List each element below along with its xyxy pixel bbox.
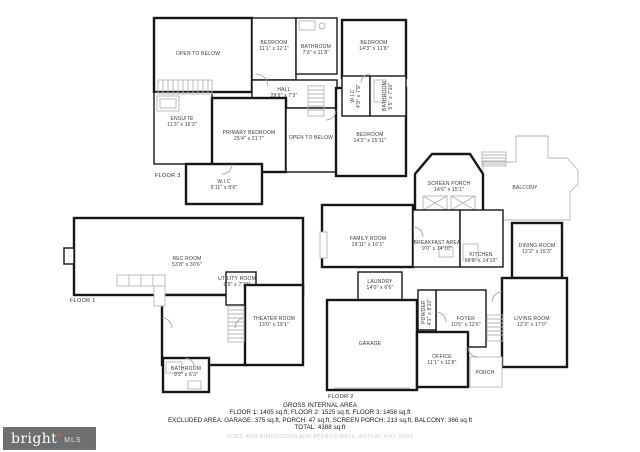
room-name: KITCHEN xyxy=(469,251,493,258)
f2-room-label-kitchen: KITCHEN 10'9" x 14'10" xyxy=(464,252,497,265)
room-name: UTILITY ROOM xyxy=(218,275,256,282)
room-dims: 14'0" x 6'6" xyxy=(366,285,394,291)
floor1-tag: FLOOR 1 xyxy=(70,298,96,304)
room-dims: 9'11" x 8'6" xyxy=(210,185,238,191)
f3-room-label-open-to-below: OPEN TO BELOW xyxy=(176,51,220,57)
f3-room-label-hall: HALL 29'9" x 7'3" xyxy=(270,87,297,100)
room-name: BREAKFAST AREA xyxy=(413,239,461,246)
room-dims: 11'1" x 12'1" xyxy=(259,46,289,52)
f2-room-label-living-room: LIVING ROOM 12'3" x 17'0" xyxy=(514,316,550,329)
room-dims: 4'9" x 7'9" xyxy=(356,83,362,109)
room-dims: 25'4" x 21'7" xyxy=(233,136,265,142)
room-name: PORCH xyxy=(475,369,495,376)
room-name: GARAGE xyxy=(358,340,382,347)
room-name: OFFICE xyxy=(432,353,452,360)
room-dims: 11'1" x 11'8" xyxy=(427,360,457,366)
f3-room-label-ensuite: ENSUITE 11'3" x 16'3" xyxy=(167,116,197,129)
room-dims: 10'5" x 12'6" xyxy=(450,322,482,328)
floor3-walls xyxy=(152,16,408,206)
f3-room-label-wic-bottom: W.I.C 9'11" x 8'6" xyxy=(211,179,238,192)
room-name: BEDROOM xyxy=(356,131,384,138)
room-dims: 19'11" x 16'1" xyxy=(351,242,385,248)
room-name: FOYER xyxy=(456,315,476,322)
room-name: OPEN TO BELOW xyxy=(175,50,221,57)
room-name: LIVING ROOM xyxy=(514,315,550,322)
room-dims: 14'3" x 11'8" xyxy=(359,46,389,52)
room-name: FAMILY ROOM xyxy=(349,235,387,242)
f2-room-label-office: OFFICE 11'1" x 11'8" xyxy=(427,354,456,367)
room-name: DINING ROOM xyxy=(518,242,556,249)
room-name: BATHROOM xyxy=(170,365,202,372)
room-dims: 14'6" x 15'1" xyxy=(433,187,465,193)
f3-room-label-open-to-below-2: OPEN TO BELOW xyxy=(289,135,333,141)
floor1-plan: REC ROOM 53'8" x 30'6" UTILITY ROOM 9'9"… xyxy=(62,198,312,398)
f3-room-label-bathroom-b: BATHROOM 5'5" x 7'10" xyxy=(382,81,395,111)
room-name: ENSUITE xyxy=(170,115,194,122)
logo-dot-icon xyxy=(58,433,62,436)
f2-room-label-garage: GARAGE xyxy=(359,341,382,347)
room-dims: 12'2" x 15'3" xyxy=(521,249,553,255)
f2-room-label-powder: POWDER 4'1" x 8'10" xyxy=(421,298,434,325)
floor1-walls xyxy=(63,216,305,394)
room-name: W.I.C xyxy=(217,178,231,185)
room-name: OPEN TO BELOW xyxy=(288,134,334,141)
floor2-tag: FLOOR 2 xyxy=(328,394,354,400)
logo-brand-text: bright xyxy=(11,430,58,447)
room-name: BALCONY xyxy=(512,184,538,191)
f2-room-label-screen-porch: SCREEN PORCH 14'6" x 15'1" xyxy=(428,181,471,194)
f3-room-label-bathroom-a: BATHROOM 7'3" x 11'8" xyxy=(301,44,331,57)
floor3-plan: OPEN TO BELOW BEDROOM 11'1" x 12'1" BATH… xyxy=(148,10,410,210)
room-dims: 53'8" x 30'6" xyxy=(171,262,203,268)
f3-room-label-bedroom-c: BEDROOM 14'2" x 15'11" xyxy=(354,132,387,145)
room-dims: 13'0" x 19'1" xyxy=(258,322,290,328)
room-name: REC ROOM xyxy=(172,255,202,262)
room-dims: 9'0" x 14'10" xyxy=(421,246,453,252)
logo-mls-text: MLS xyxy=(64,437,82,444)
f1-room-label-rec-room: REC ROOM 53'8" x 30'6" xyxy=(172,256,202,269)
f1-room-label-theater-room: THEATER ROOM 13'0" x 19'1" xyxy=(253,316,295,329)
room-name: BATHROOM xyxy=(300,43,332,50)
f2-room-label-family-room: FAMILY ROOM 19'11" x 16'1" xyxy=(350,236,386,249)
room-name: HALL xyxy=(277,86,291,93)
excluded-areas-line: EXCLUDED AREA: GARAGE: 375 sq.ft, PORCH:… xyxy=(167,416,473,424)
f2-room-label-balcony: BALCONY xyxy=(512,185,537,191)
room-dims: 11'3" x 16'3" xyxy=(167,122,197,128)
f1-room-label-utility-room: UTILITY ROOM 9'9" x 7'10" xyxy=(218,276,256,289)
room-name: BEDROOM xyxy=(360,39,388,46)
f2-room-label-foyer: FOYER 10'5" x 12'6" xyxy=(451,316,481,329)
f2-room-label-breakfast-area: BREAKFAST AREA 9'0" x 14'10" xyxy=(414,240,461,253)
f2-room-label-porch: PORCH xyxy=(475,370,494,376)
room-name: THEATER ROOM xyxy=(252,315,296,322)
room-dims: 12'3" x 17'0" xyxy=(516,322,548,328)
bright-mls-logo: bright MLS xyxy=(3,427,96,450)
room-name: PRIMARY BEDROOM xyxy=(222,129,276,136)
room-name: LAUNDRY xyxy=(367,278,393,285)
floor2-walls xyxy=(319,135,579,392)
room-dims: 29'9" x 7'3" xyxy=(270,93,298,99)
f3-room-label-bedroom-b: BEDROOM 14'3" x 11'8" xyxy=(359,40,389,53)
room-dims: 9'2" x 6'3" xyxy=(173,372,199,378)
f1-room-label-bathroom: BATHROOM 9'2" x 6'3" xyxy=(171,366,201,379)
floor3-tag: FLOOR 3 xyxy=(155,173,181,179)
f2-room-label-laundry: LAUNDRY 14'0" x 6'6" xyxy=(366,279,393,292)
room-dims: 10'9" x 14'10" xyxy=(464,258,498,264)
floor-areas-line: FLOOR 1: 1405 sq.ft, FLOOR 2: 1525 sq.ft… xyxy=(229,409,411,417)
room-name: BEDROOM xyxy=(260,39,288,46)
room-dims: 4'1" x 8'10" xyxy=(427,298,433,326)
disclaimer-text: SIZES AND DIMENSIONS ARE APPROXIMATE, AC… xyxy=(226,434,414,441)
f3-room-label-bedroom-a: BEDROOM 11'1" x 12'1" xyxy=(259,40,289,53)
floor2-plan: SCREEN PORCH 14'6" x 15'1" BALCONY FAMIL… xyxy=(319,132,615,404)
room-dims: 14'2" x 15'11" xyxy=(353,138,387,144)
f3-room-label-wic-small: W.I.C 4'9" x 7'9" xyxy=(350,84,363,108)
room-dims: 5'5" x 7'10" xyxy=(388,82,394,110)
total-area-line: TOTAL: 4388 sq.ft xyxy=(294,423,346,431)
room-dims: 7'3" x 11'8" xyxy=(302,50,330,56)
room-dims: 9'9" x 7'10" xyxy=(223,282,251,288)
room-name: SCREEN PORCH xyxy=(427,180,471,187)
gross-area-title: GROSS INTERNAL AREA xyxy=(283,402,357,409)
f3-room-label-primary-bedroom: PRIMARY BEDROOM 25'4" x 21'7" xyxy=(223,130,276,143)
f2-room-label-dining-room: DINING ROOM 12'2" x 15'3" xyxy=(519,243,556,256)
area-summary: GROSS INTERNAL AREA FLOOR 1: 1405 sq.ft,… xyxy=(0,402,640,440)
